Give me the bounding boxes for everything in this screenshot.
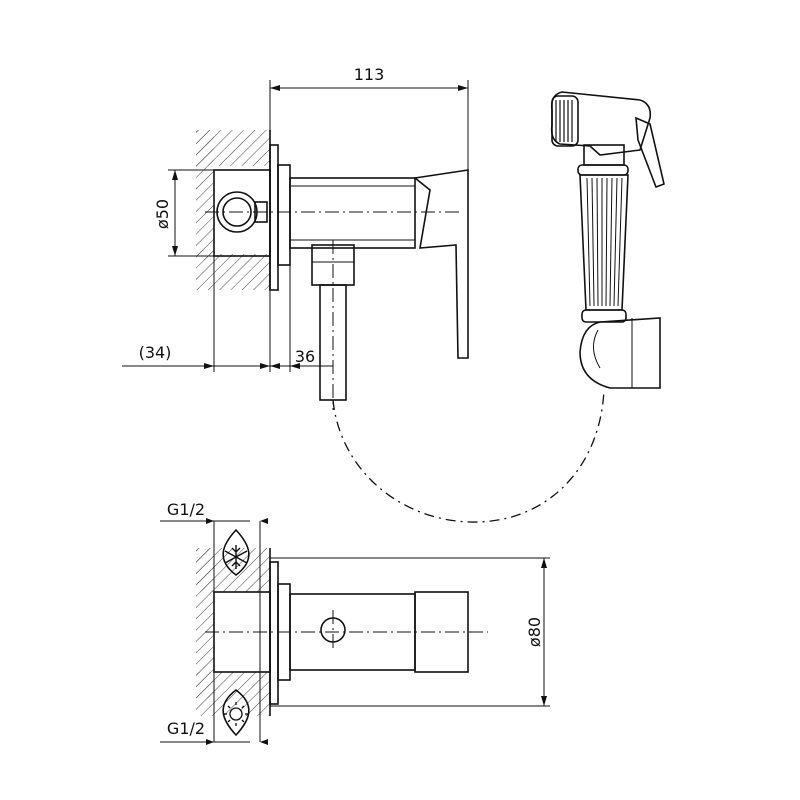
thread-size-bottom: G1/2	[167, 719, 205, 738]
wall-flange-front	[269, 561, 279, 705]
thread-label-top: G1/2	[160, 500, 268, 592]
spray-trigger	[635, 116, 665, 189]
front-view: ø80 G1/2 G1/2	[160, 500, 550, 745]
snowflake-icon	[224, 545, 248, 569]
hand-spray	[550, 91, 665, 389]
hot-inlet	[222, 688, 250, 737]
mixer-body	[289, 177, 416, 249]
side-view: 113 ø50 (34) 36	[122, 65, 605, 523]
cold-inlet	[222, 528, 250, 577]
escutcheon	[277, 164, 291, 266]
dimension-dia-50-label: ø50	[153, 199, 172, 229]
wall-hatching-top	[196, 130, 270, 290]
spray-holder	[579, 317, 661, 389]
dimension-dia-50: ø50	[153, 169, 214, 257]
thread-label-bottom: G1/2	[160, 672, 268, 745]
dimension-dia-80-label: ø80	[525, 617, 544, 647]
hose-path	[332, 389, 605, 523]
dimension-34-36: (34) 36	[122, 256, 333, 372]
dimension-113: 113	[269, 65, 469, 170]
thread-size-top: G1/2	[167, 500, 205, 519]
dimension-113-label: 113	[354, 65, 385, 84]
wall-flange	[269, 144, 279, 291]
sun-icon	[224, 702, 248, 726]
dimension-36-label: 36	[295, 347, 315, 366]
dimension-34-label: (34)	[139, 343, 172, 362]
lever-handle	[413, 169, 469, 359]
dimension-dia-80: ø80	[270, 557, 550, 707]
